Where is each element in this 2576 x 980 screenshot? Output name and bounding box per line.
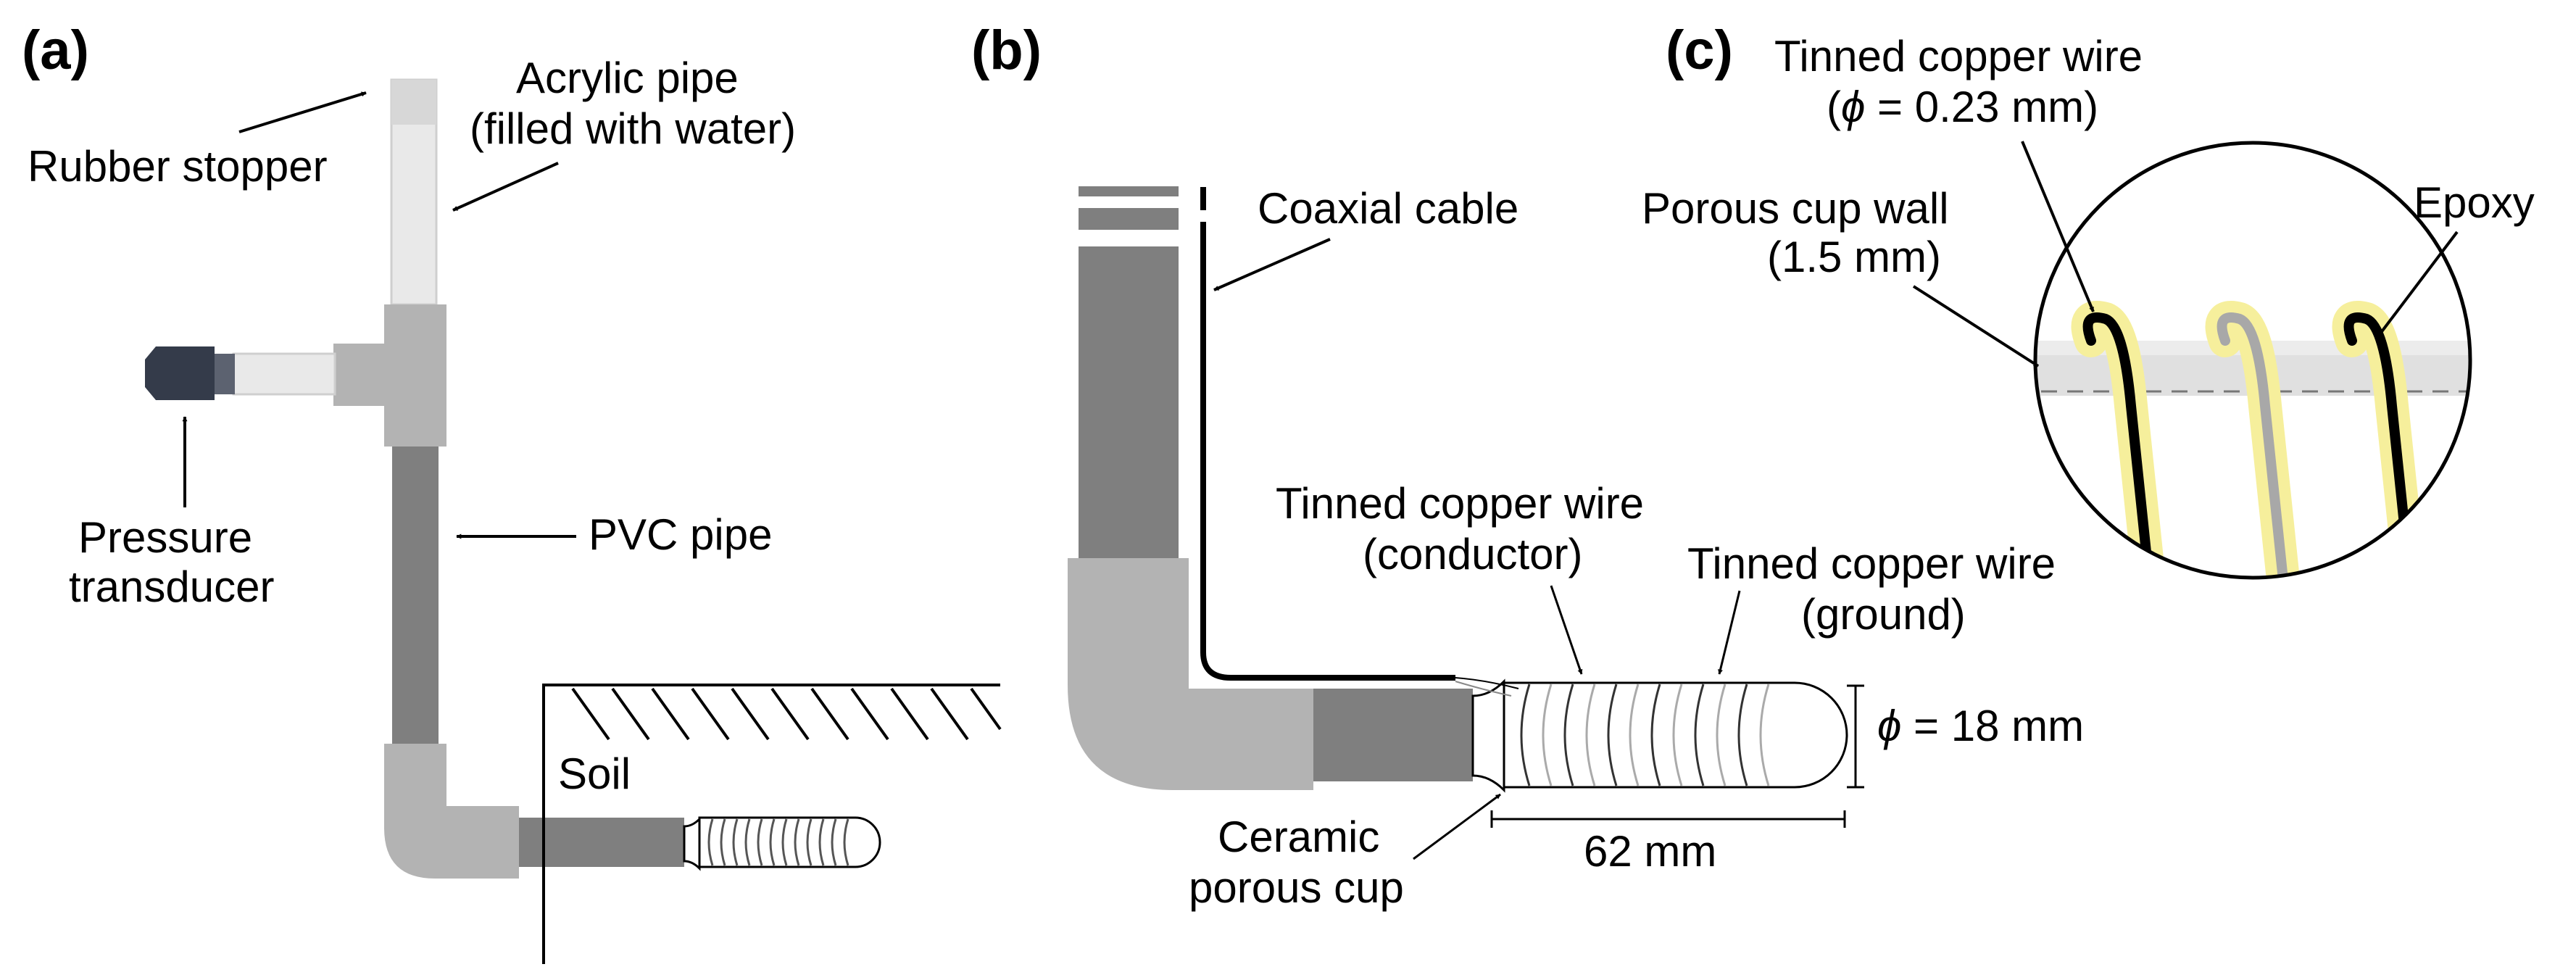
acrylic-arrow <box>452 162 559 212</box>
panel-b-letter: (b) <box>971 20 1042 81</box>
tee-fitting <box>384 304 446 447</box>
magnified-view <box>2035 301 2470 578</box>
conductor-label-line1: Tinned copper wire <box>1276 479 1644 528</box>
transducer-collar <box>215 354 235 394</box>
acrylic-label-line1: Acrylic pipe <box>516 54 739 102</box>
pvc-horizontal <box>519 818 684 867</box>
small-cup-neck <box>683 816 701 871</box>
ground-label-line1: Tinned copper wire <box>1687 539 2056 588</box>
panel-c-letter: (c) <box>1666 20 1733 81</box>
diameter-symbol: ϕ <box>1877 702 1901 750</box>
wire-label-line1: Tinned copper wire <box>1774 32 2143 80</box>
ground-arrow <box>1718 590 1741 675</box>
wire-3 <box>2343 312 2415 578</box>
soil-hatch <box>571 687 1002 741</box>
coaxial-arrow <box>1213 238 1331 291</box>
wire-arrow <box>2021 141 2095 312</box>
diameter-label: ϕ = 18 mm <box>1877 702 2084 750</box>
panel-c: (c) Tinned copper wire (ϕ = 0.23 mm) Por… <box>1642 20 2535 580</box>
epoxy-label: Epoxy <box>2414 178 2535 227</box>
rubber-stopper-shape <box>391 80 436 125</box>
wall-label-line1: Porous cup wall <box>1642 184 1949 233</box>
pressure-label-line1: Pressure <box>78 513 252 562</box>
soil-boundary <box>542 684 1000 964</box>
pvc-label: PVC pipe <box>589 510 772 559</box>
rubber-stopper-arrow <box>238 91 367 133</box>
pvc-pipe <box>392 447 439 744</box>
length-dimension <box>1490 810 1846 828</box>
tee-side-fitting <box>333 344 391 406</box>
panel-a: (a) <box>22 20 1002 964</box>
wire-label-line2: (ϕ = 0.23 mm) <box>1827 83 2098 131</box>
small-cup-coils <box>707 818 849 866</box>
pressure-transducer-shape <box>145 346 215 400</box>
cup-neck <box>1471 678 1505 793</box>
acrylic-side-pipe <box>232 352 336 396</box>
cup-coils <box>1520 684 1770 786</box>
wall-arrow <box>1912 285 2040 368</box>
pvc-pipe-b <box>1079 246 1179 558</box>
conductor-arrow <box>1550 585 1583 675</box>
panel-a-letter: (a) <box>22 20 89 81</box>
wire-2 <box>2216 312 2288 578</box>
diameter-dimension <box>1847 684 1864 789</box>
cable-stub-top <box>1079 186 1179 196</box>
wire-close: = 0.23 mm) <box>1865 83 2098 131</box>
cup-label-line1: Ceramic <box>1218 813 1379 861</box>
epoxy-arrow <box>2375 231 2459 341</box>
wall-label-line2: (1.5 mm) <box>1767 233 1941 281</box>
lead-wire-top-2 <box>1455 681 1512 697</box>
cup-arrow <box>1413 793 1501 860</box>
coaxial-cable <box>1200 187 1455 681</box>
rubber-stopper-label: Rubber stopper <box>28 142 328 191</box>
acrylic-label-line2: (filled with water) <box>470 104 796 153</box>
length-label: 62 mm <box>1584 827 1716 876</box>
small-porous-cup <box>698 816 881 868</box>
pressure-label-line2: transducer <box>69 562 274 611</box>
diameter-value: = 18 mm <box>1901 702 2084 750</box>
coaxial-label: Coaxial cable <box>1258 184 1518 233</box>
ceramic-porous-cup <box>1503 681 1848 789</box>
magnifier-circle <box>2033 141 2472 580</box>
wire-open: ( <box>1827 83 1841 131</box>
cup-label-line2: porous cup <box>1189 863 1404 912</box>
panel-b: (b) <box>971 20 2084 912</box>
ground-label-line2: (ground) <box>1801 590 1966 639</box>
elbow-fitting <box>384 744 519 879</box>
conductor-label-line2: (conductor) <box>1363 530 1582 578</box>
cable-stub-mid <box>1079 208 1179 230</box>
wire-symbol: ϕ <box>1841 83 1865 131</box>
pvc-horizontal-b <box>1313 689 1473 781</box>
soil-label: Soil <box>558 749 631 798</box>
lead-wire-top <box>1455 677 1519 689</box>
wire-1 <box>2082 312 2154 578</box>
elbow-fitting-b <box>1068 558 1313 790</box>
